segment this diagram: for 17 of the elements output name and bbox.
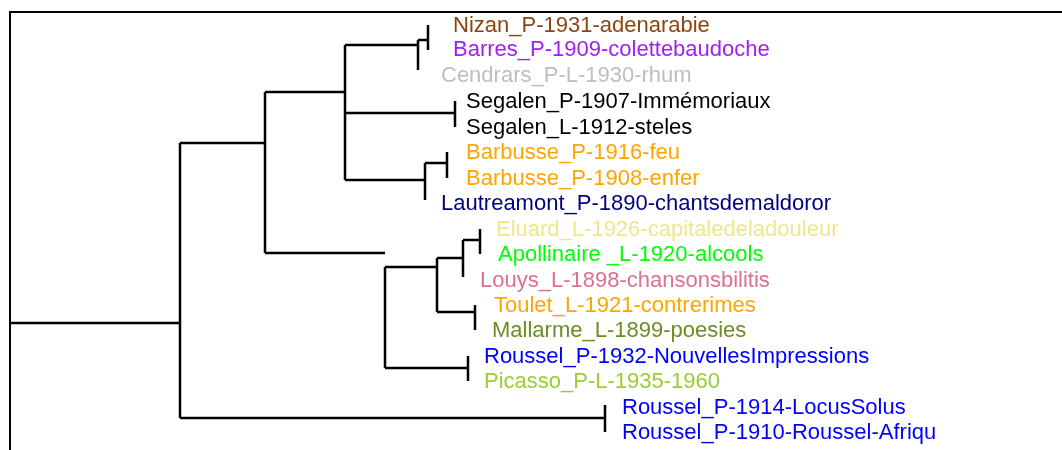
leaf-label: Louys_L-1898-chansonsbilitis xyxy=(480,268,770,292)
leaf-label: Toulet_L-1921-contrerimes xyxy=(494,293,756,317)
leaf-label: Roussel_P-1910-Roussel-Afriqu xyxy=(622,420,937,444)
leaf-label: Roussel_P-1932-NouvellesImpressions xyxy=(484,344,870,368)
leaf-label: Lautreamont_P-1890-chantsdemaldoror xyxy=(441,191,832,215)
leaf-label: Segalen_P-1907-Immémoriaux xyxy=(466,89,771,113)
leaf-label: Cendrars_P-L-1930-rhum xyxy=(441,63,692,87)
leaf-label: Picasso_P-L-1935-1960 xyxy=(484,369,721,393)
leaf-label: Barres_P-1909-colettebaudoche xyxy=(453,37,770,61)
leaf-label: Barbusse_P-1908-enfer xyxy=(466,166,700,190)
leaf-label: Barbusse_P-1916-feu xyxy=(466,140,681,164)
leaf-label: Segalen_L-1912-steles xyxy=(466,115,693,139)
leaf-label: Apollinaire _L-1920-alcools xyxy=(498,242,764,266)
leaf-label: Eluard_L-1926-capitaledeladouleur xyxy=(496,217,839,241)
leaf-label: Mallarme_L-1899-poesies xyxy=(492,318,747,342)
leaf-label: Nizan_P-1931-adenarabie xyxy=(453,13,710,37)
leaf-label: Roussel_P-1914-LocusSolus xyxy=(622,395,906,419)
